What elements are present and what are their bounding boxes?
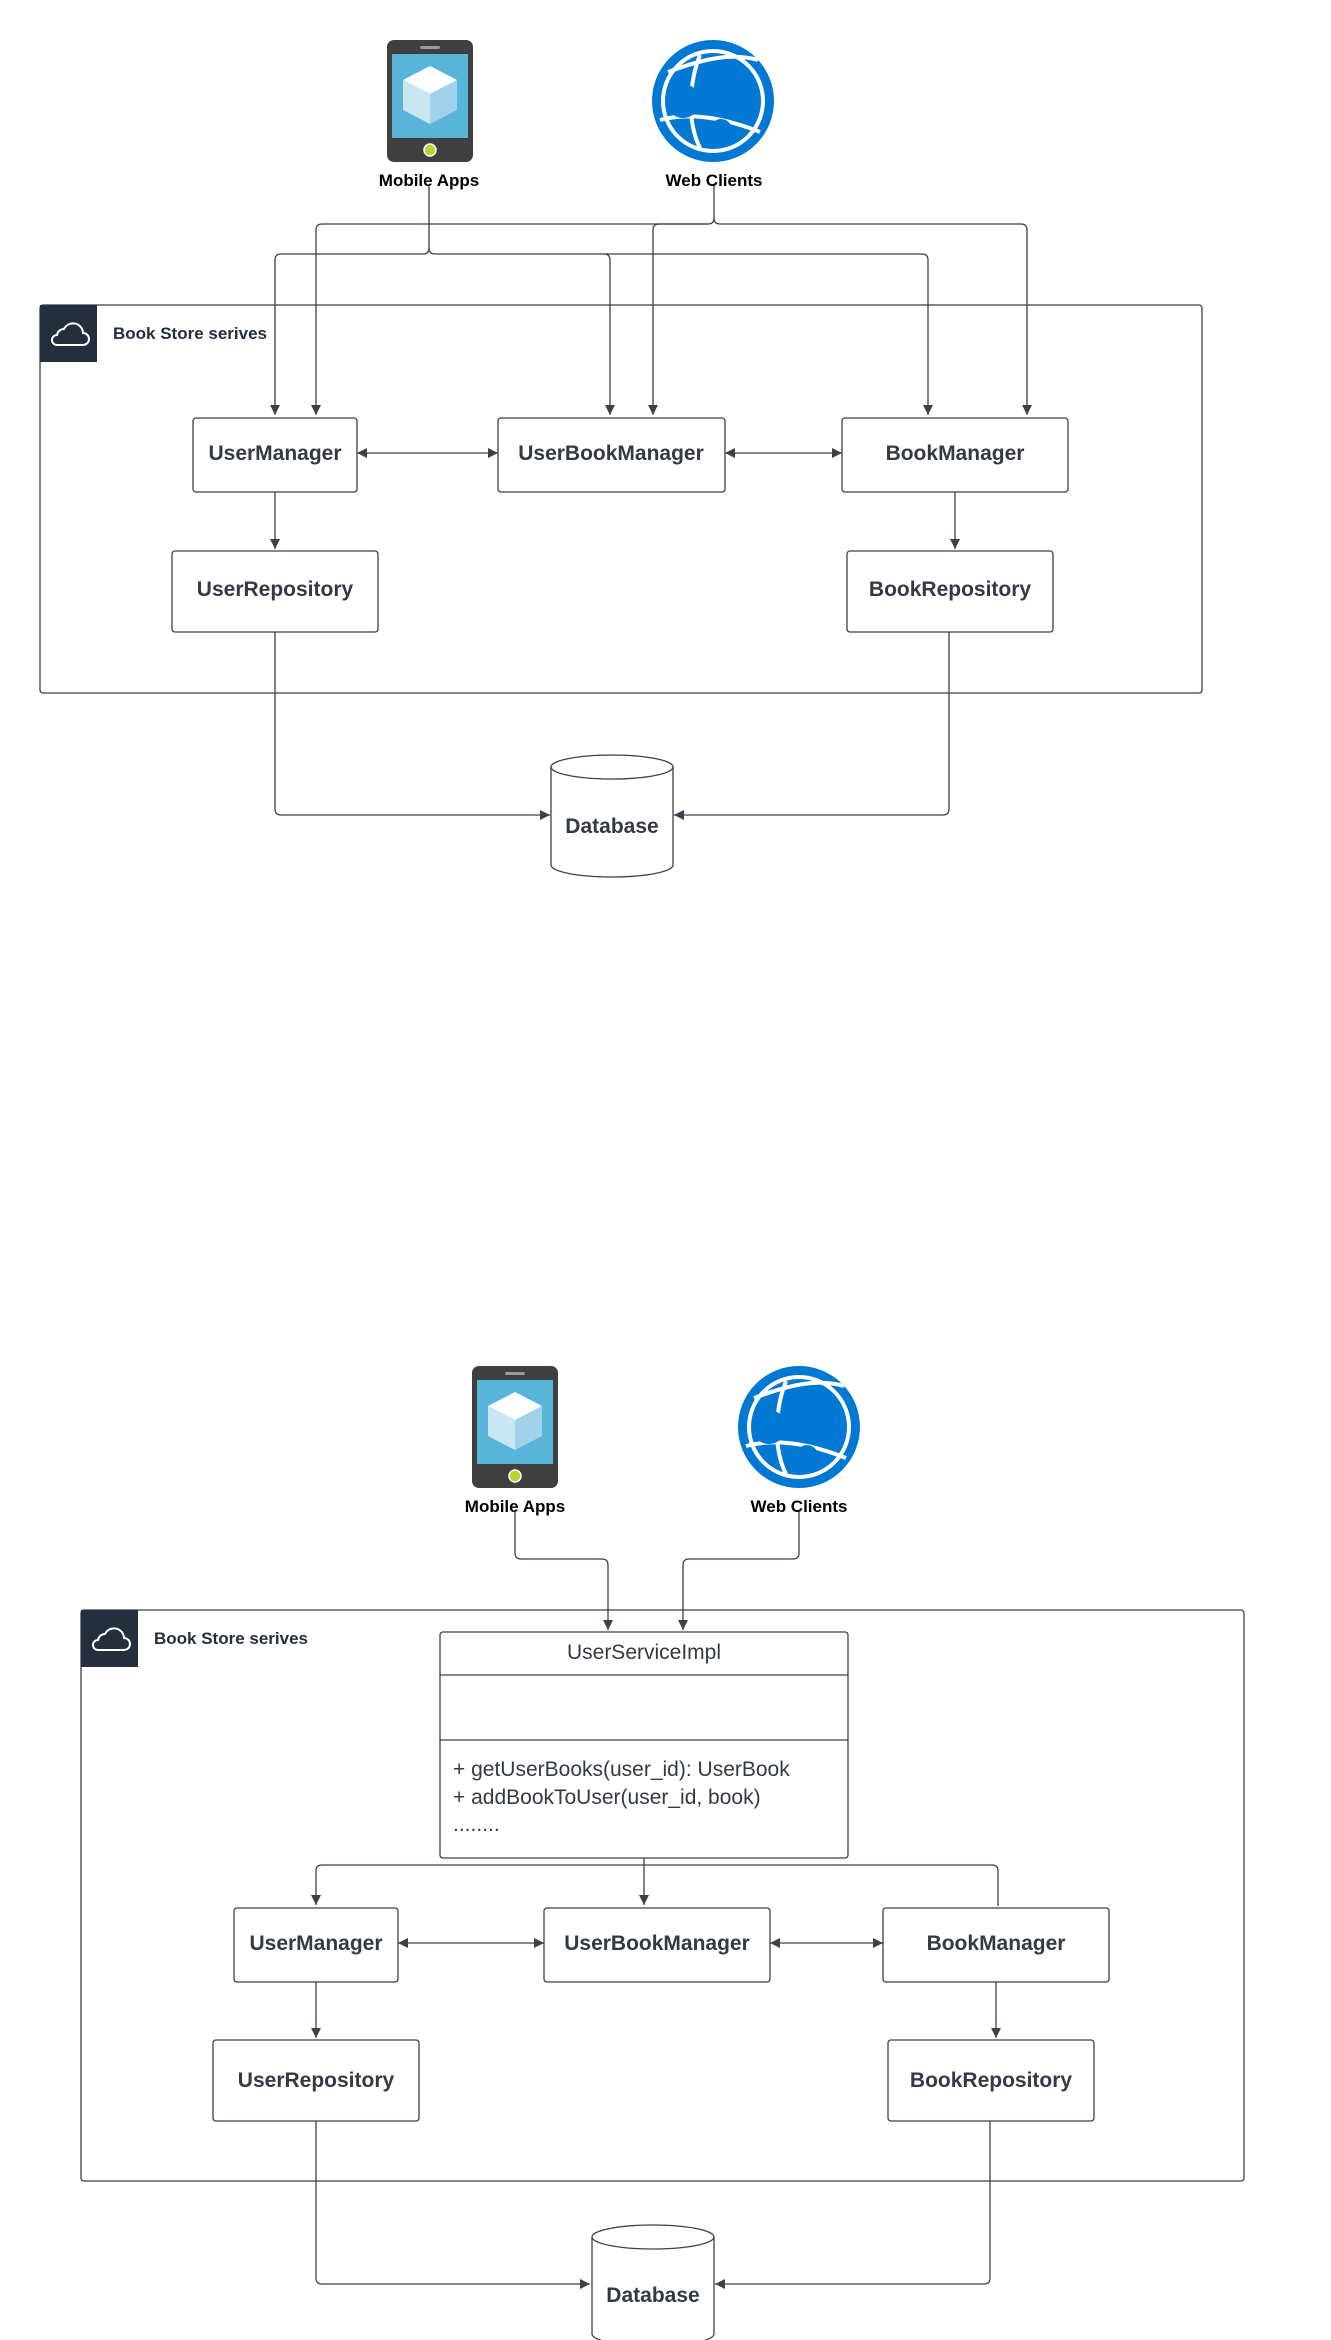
book-manager-node: BookManager [841,417,1069,493]
mobile-phone-icon [472,1366,558,1488]
connectors [270,185,1032,820]
web-clients: Web Clients [652,40,774,190]
group-label: Book Store serives [154,1629,308,1648]
node-label: Database [565,815,658,838]
class-name: UserServiceImpl [567,1641,721,1664]
database-node: Database [591,2224,715,2340]
mobile-phone-icon [387,40,473,162]
database-node: Database [550,754,674,878]
globe-icon [738,1366,860,1488]
user-book-manager-node: UserBookManager [497,417,726,493]
user-repository-node: UserRepository [171,550,379,633]
connectors [311,1512,1001,2289]
web-clients: Web Clients [738,1366,860,1516]
user-manager-node: UserManager [192,417,358,493]
mobile-apps-client: Mobile Apps [465,1366,565,1516]
globe-icon [652,40,774,162]
web-clients-label: Web Clients [666,171,763,190]
node-label: BookManager [927,1932,1066,1955]
node-label: BookManager [886,442,1025,465]
book-store-group: Book Store serives [39,304,1203,694]
cloud-icon [81,1610,138,1667]
node-label: UserBookManager [564,1932,750,1955]
node-label: Database [606,2284,699,2307]
user-service-impl-class: UserServiceImpl + getUserBooks(user_id):… [439,1631,849,1859]
mobile-apps-label: Mobile Apps [465,1497,565,1516]
user-manager-node: UserManager [233,1907,399,1983]
class-operation: ........ [453,1813,500,1836]
diagram-bottom: Book Store serives [80,1366,1245,2340]
mobile-apps-label: Mobile Apps [379,171,479,190]
node-label: BookRepository [869,578,1032,601]
cloud-icon [40,305,97,362]
node-label: UserBookManager [518,442,704,465]
node-label: UserRepository [238,2069,395,2092]
node-label: UserManager [208,442,341,465]
book-repository-node: BookRepository [887,2039,1095,2122]
book-repository-node: BookRepository [846,550,1054,633]
class-operation: + addBookToUser(user_id, book) [453,1786,761,1809]
web-clients-label: Web Clients [751,1497,848,1516]
book-manager-node: BookManager [882,1907,1110,1983]
group-label: Book Store serives [113,324,267,343]
mobile-apps-client: Mobile Apps [379,40,479,190]
user-repository-node: UserRepository [212,2039,420,2122]
node-label: UserRepository [197,578,354,601]
node-label: BookRepository [910,2069,1073,2092]
diagram-top: Book Store serives [39,40,1203,878]
node-label: UserManager [249,1932,382,1955]
book-store-group: Book Store serives [80,1609,1245,2182]
user-book-manager-node: UserBookManager [543,1907,771,1983]
class-operation: + getUserBooks(user_id): UserBook [453,1758,790,1781]
